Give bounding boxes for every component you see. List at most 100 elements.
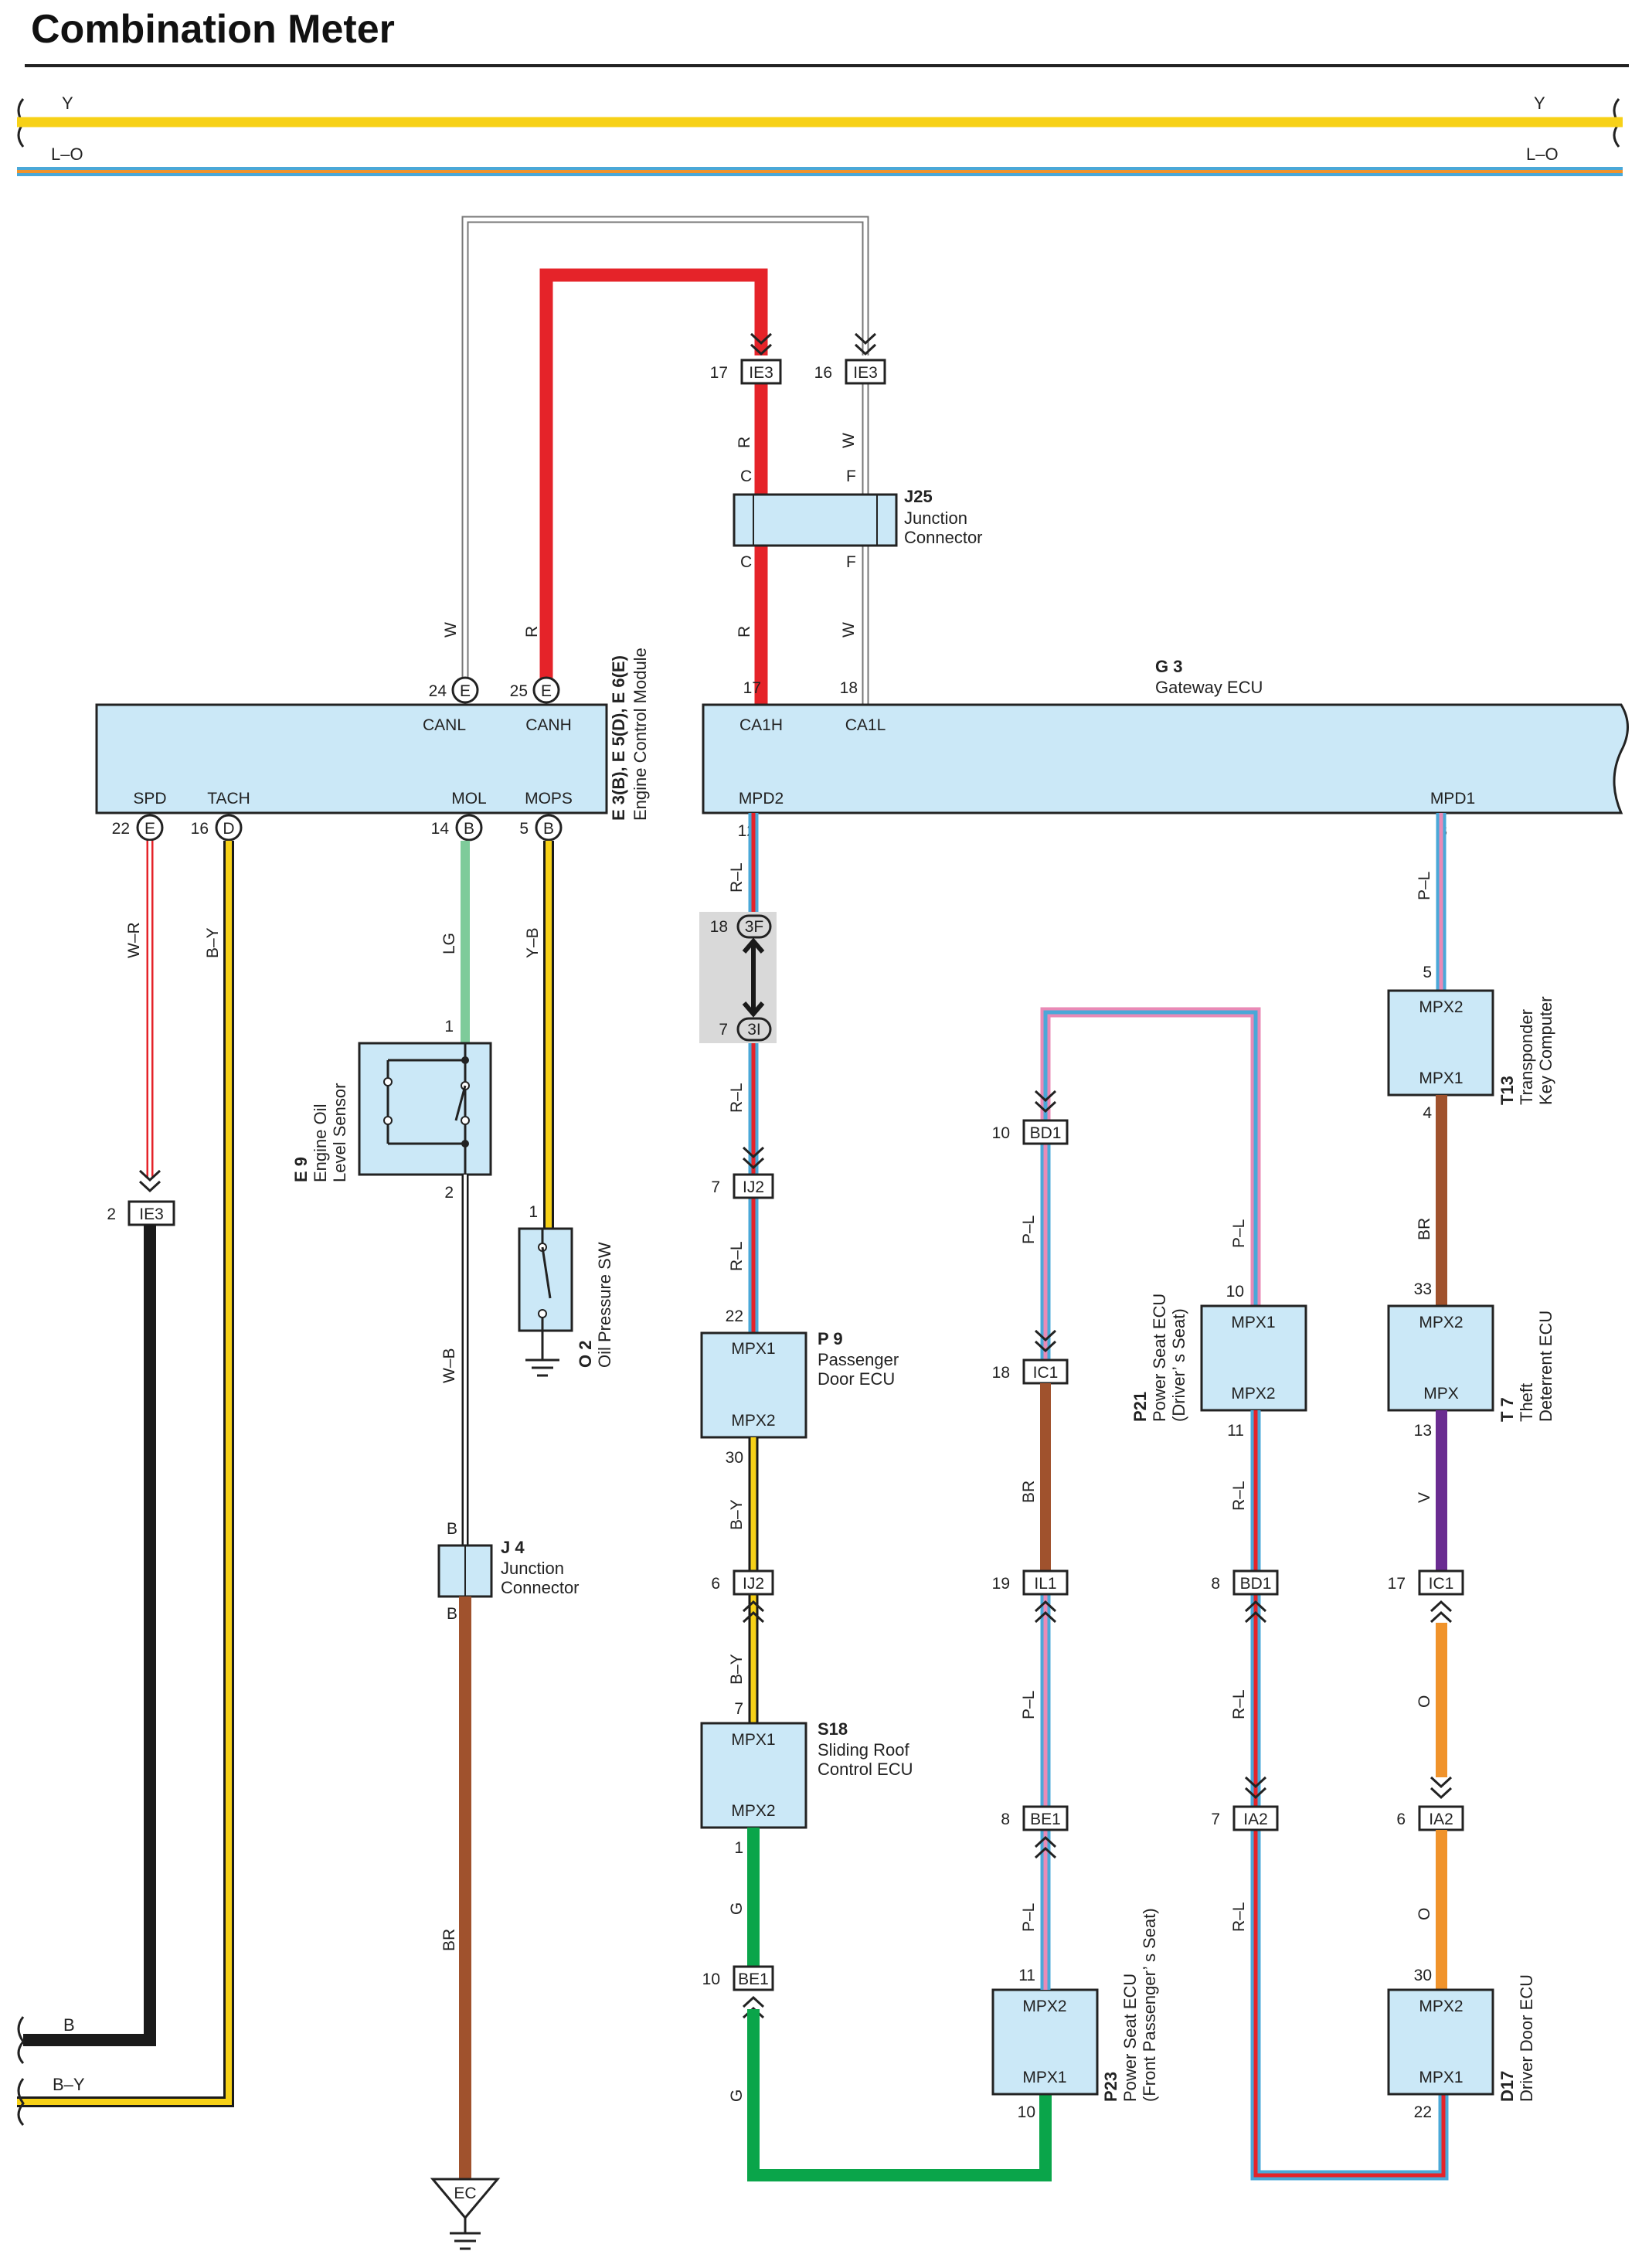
svg-text:IC1: IC1: [1033, 1364, 1059, 1382]
svg-text:7: 7: [711, 1178, 720, 1196]
svg-text:17: 17: [1388, 1575, 1406, 1593]
e9-oil-level-sensor: 1 2 E 9 Engine Oil Level Sensor: [291, 1018, 492, 1202]
svg-text:MPX2: MPX2: [731, 1412, 775, 1430]
svg-text:J 4: J 4: [501, 1538, 525, 1557]
svg-text:Transponder: Transponder: [1517, 1009, 1536, 1105]
svg-text:(Front Passenger’ s Seat): (Front Passenger’ s Seat): [1140, 1908, 1159, 2102]
svg-text:25: 25: [510, 682, 528, 700]
svg-text:EC: EC: [454, 2185, 476, 2202]
svg-text:P–L: P–L: [1230, 1219, 1248, 1248]
p23-power-seat-ecu-front-passenger: MPX2 MPX1 11 10 P23 Power Seat ECU (Fron…: [991, 1908, 1159, 2121]
svg-text:22: 22: [726, 1307, 743, 1325]
svg-text:(Driver’ s Seat): (Driver’ s Seat): [1169, 1308, 1188, 1422]
svg-text:1: 1: [444, 1018, 454, 1035]
svg-text:B–Y: B–Y: [728, 1654, 746, 1685]
svg-text:B: B: [447, 1605, 457, 1623]
svg-text:18: 18: [992, 1364, 1010, 1382]
svg-text:CANL: CANL: [423, 716, 466, 734]
svg-text:D: D: [223, 820, 234, 838]
svg-text:J25: J25: [904, 487, 933, 506]
svg-text:E: E: [541, 682, 552, 700]
p21-power-seat-ecu-driver: MPX1 MPX2 10 11 P21 Power Seat ECU (Driv…: [1130, 1283, 1307, 1440]
svg-text:MPX2: MPX2: [1419, 1998, 1463, 2015]
svg-text:Level Sensor: Level Sensor: [330, 1083, 349, 1182]
svg-text:2: 2: [444, 1184, 454, 1202]
svg-text:V: V: [1416, 1492, 1433, 1503]
svg-text:8: 8: [1211, 1575, 1220, 1593]
svg-text:13: 13: [1414, 1422, 1432, 1440]
t13-transponder-key-computer: MPX2 MPX1 5 4 T13 Transponder Key Comput…: [1387, 964, 1555, 1122]
svg-text:BR: BR: [1416, 1218, 1433, 1240]
wire-mol: LG: [440, 841, 470, 1043]
svg-text:B: B: [543, 820, 554, 838]
svg-text:P–L: P–L: [1416, 872, 1433, 900]
svg-text:22: 22: [1414, 2103, 1432, 2121]
svg-text:S18: S18: [818, 1719, 848, 1739]
svg-text:1: 1: [734, 1839, 743, 1857]
svg-text:Engine Oil: Engine Oil: [311, 1103, 330, 1182]
svg-text:P 9: P 9: [818, 1329, 843, 1348]
svg-text:Theft: Theft: [1517, 1383, 1536, 1422]
svg-text:10: 10: [702, 1970, 720, 1988]
svg-text:Deterrent ECU: Deterrent ECU: [1536, 1311, 1555, 1422]
svg-text:G: G: [728, 2089, 746, 2102]
svg-text:D17: D17: [1498, 2071, 1517, 2102]
svg-text:E 9: E 9: [291, 1157, 311, 1182]
svg-text:MOPS: MOPS: [525, 790, 573, 808]
junction-j25: C F C F J25 Junction Connector: [733, 468, 983, 571]
svg-text:R–L: R–L: [1230, 1902, 1248, 1932]
svg-text:Y–B: Y–B: [524, 927, 542, 958]
wire-v-o-t7-d17: V IC1 17 O IA2 6 O: [1388, 1410, 1464, 1990]
svg-text:E: E: [144, 820, 155, 838]
svg-text:24: 24: [429, 682, 447, 700]
svg-text:1: 1: [529, 1203, 538, 1221]
svg-text:3I: 3I: [747, 1021, 761, 1039]
svg-text:Power Seat ECU: Power Seat ECU: [1150, 1294, 1169, 1422]
svg-text:B–Y: B–Y: [204, 927, 222, 958]
wire-g: G BE1 10 G: [702, 1828, 1052, 2181]
svg-text:C: C: [740, 553, 752, 571]
svg-text:2: 2: [107, 1205, 116, 1223]
d17-driver-door-ecu: MPX2 MPX1 30 22 D17 Driver Door ECU: [1387, 1967, 1536, 2121]
svg-text:W–R: W–R: [125, 922, 143, 958]
svg-text:CA1H: CA1H: [739, 716, 783, 734]
svg-text:30: 30: [726, 1449, 743, 1467]
svg-text:R–L: R–L: [728, 862, 746, 893]
svg-text:LG: LG: [440, 933, 458, 954]
svg-text:IA2: IA2: [1243, 1811, 1268, 1828]
bus-lo-left-label: L–O: [51, 145, 83, 164]
svg-text:BR: BR: [1020, 1481, 1038, 1503]
connector-ie3-17: IE3 17: [710, 332, 782, 385]
bus-lo-right-label: L–O: [1526, 145, 1559, 164]
svg-text:MPX: MPX: [1423, 1385, 1459, 1403]
svg-text:G 3: G 3: [1155, 657, 1182, 676]
svg-text:MPX2: MPX2: [1022, 1998, 1066, 2015]
svg-text:Engine Control Module: Engine Control Module: [631, 648, 650, 821]
svg-text:7: 7: [719, 1021, 728, 1039]
svg-text:IE3: IE3: [139, 1205, 164, 1223]
svg-text:7: 7: [734, 1700, 743, 1718]
svg-text:F: F: [846, 553, 856, 571]
svg-text:T 7: T 7: [1498, 1397, 1517, 1422]
svg-text:BE1: BE1: [738, 1970, 769, 1988]
wire-br-ground: BR EC: [430, 1596, 501, 2250]
svg-text:MPX1: MPX1: [731, 1340, 775, 1358]
ecm-box: CANL CANH SPD TACH MOL MOPS E 3(B), E 5(…: [95, 648, 650, 821]
svg-text:G: G: [728, 1902, 746, 1915]
svg-text:E: E: [460, 682, 471, 700]
svg-text:Connector: Connector: [501, 1578, 580, 1597]
svg-text:MPD1: MPD1: [1430, 790, 1475, 808]
svg-text:IJ2: IJ2: [743, 1575, 764, 1593]
svg-text:6: 6: [1396, 1811, 1406, 1828]
svg-text:17: 17: [710, 364, 728, 382]
svg-text:16: 16: [814, 364, 832, 382]
svg-text:IJ2: IJ2: [743, 1178, 764, 1196]
svg-text:R–L: R–L: [728, 1083, 746, 1113]
t7-theft-deterrent-ecu: MPX2 MPX 33 13 T 7 Theft Deterrent ECU: [1387, 1280, 1555, 1440]
svg-text:10: 10: [992, 1124, 1010, 1142]
wire-mpd1: P–L: [1416, 813, 1447, 991]
svg-text:MPX1: MPX1: [1419, 2069, 1463, 2086]
svg-text:E 3(B), E 5(D), E 6(E): E 3(B), E 5(D), E 6(E): [609, 655, 628, 821]
svg-text:W: W: [840, 622, 858, 638]
svg-text:30: 30: [1414, 1967, 1432, 1984]
